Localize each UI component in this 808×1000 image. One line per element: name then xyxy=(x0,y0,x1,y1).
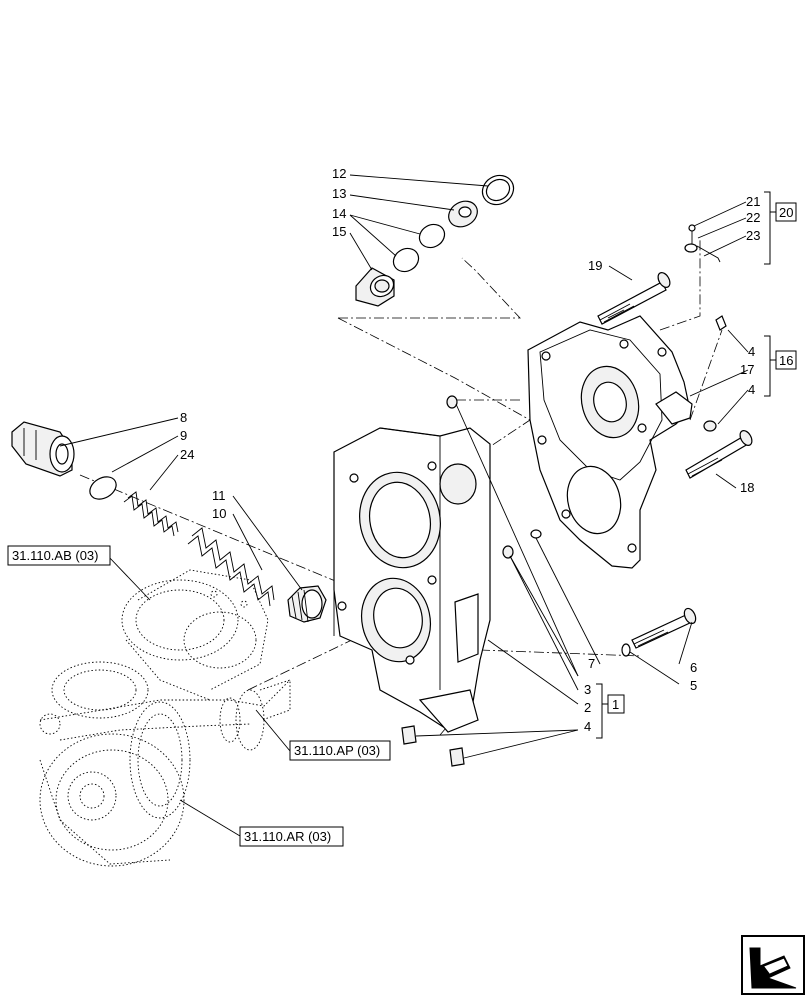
housing-cover xyxy=(527,315,693,569)
callout-21: 21 xyxy=(746,194,760,209)
gear-assembly-ab xyxy=(121,569,269,701)
boxed-callout-16: 16 xyxy=(775,350,797,370)
callout-7: 7 xyxy=(588,656,595,671)
spring-10 xyxy=(187,527,275,607)
bolt-18 xyxy=(685,430,753,479)
callout-8: 8 xyxy=(180,410,187,425)
spool-11 xyxy=(287,585,327,623)
callout-18: 18 xyxy=(740,480,754,495)
dowels-main xyxy=(401,395,542,767)
callout-10: 10 xyxy=(212,506,226,521)
callout-6: 6 xyxy=(690,660,697,675)
callout-12: 12 xyxy=(332,166,346,181)
gear-assembly-ar xyxy=(39,701,191,867)
svg-text:16: 16 xyxy=(779,353,793,368)
callout-14: 14 xyxy=(332,206,346,221)
washer xyxy=(448,200,478,228)
reference-ab[interactable]: 31.110.AB (03) xyxy=(7,545,111,566)
piston xyxy=(355,267,395,307)
callout-15: 15 xyxy=(332,224,346,239)
callout-23: 23 xyxy=(746,228,760,243)
callout-17: 17 xyxy=(740,362,754,377)
callout-19: 19 xyxy=(588,258,602,273)
callout-3: 3 xyxy=(584,682,591,697)
svg-text:31.110.AR (03): 31.110.AR (03) xyxy=(244,829,331,844)
callout-9: 9 xyxy=(180,428,187,443)
reference-ap[interactable]: 31.110.AP (03) xyxy=(289,740,391,761)
reference-ar[interactable]: 31.110.AR (03) xyxy=(239,826,344,847)
bolt-6 xyxy=(631,607,697,649)
solenoid-plug xyxy=(11,421,75,477)
callout-5: 5 xyxy=(690,678,697,693)
spring-24 xyxy=(123,491,179,537)
callout-4-right-top: 4 xyxy=(748,344,755,359)
gear-assembly-ap xyxy=(39,661,291,751)
callout-24: 24 xyxy=(180,447,194,462)
main-housing xyxy=(333,427,491,733)
o-ring-9 xyxy=(89,476,117,500)
brackets xyxy=(596,191,776,739)
dowels-4 xyxy=(703,315,727,432)
callout-22: 22 xyxy=(746,210,760,225)
breather-fitting xyxy=(684,224,721,263)
callout-4-bottom: 4 xyxy=(584,719,591,734)
o-rings xyxy=(392,223,446,273)
svg-text:31.110.AB (03): 31.110.AB (03) xyxy=(12,548,98,563)
boxed-callout-1: 1 xyxy=(607,694,625,714)
callout-13: 13 xyxy=(332,186,346,201)
callout-4-right-bottom: 4 xyxy=(748,382,755,397)
callouts: 12 13 14 15 21 22 23 19 4 17 4 18 8 9 24… xyxy=(180,166,760,734)
leader-lines xyxy=(59,174,749,837)
svg-text:20: 20 xyxy=(779,205,793,220)
bolt-19 xyxy=(597,272,671,325)
svg-text:1: 1 xyxy=(612,697,619,712)
svg-text:31.110.AP (03): 31.110.AP (03) xyxy=(294,743,380,758)
washer-5 xyxy=(621,643,631,657)
arrow-navigation-icon[interactable] xyxy=(741,935,805,995)
boxed-callout-20: 20 xyxy=(775,202,797,222)
snap-ring xyxy=(481,174,515,206)
callout-11: 11 xyxy=(212,488,226,503)
callout-2: 2 xyxy=(584,700,591,715)
